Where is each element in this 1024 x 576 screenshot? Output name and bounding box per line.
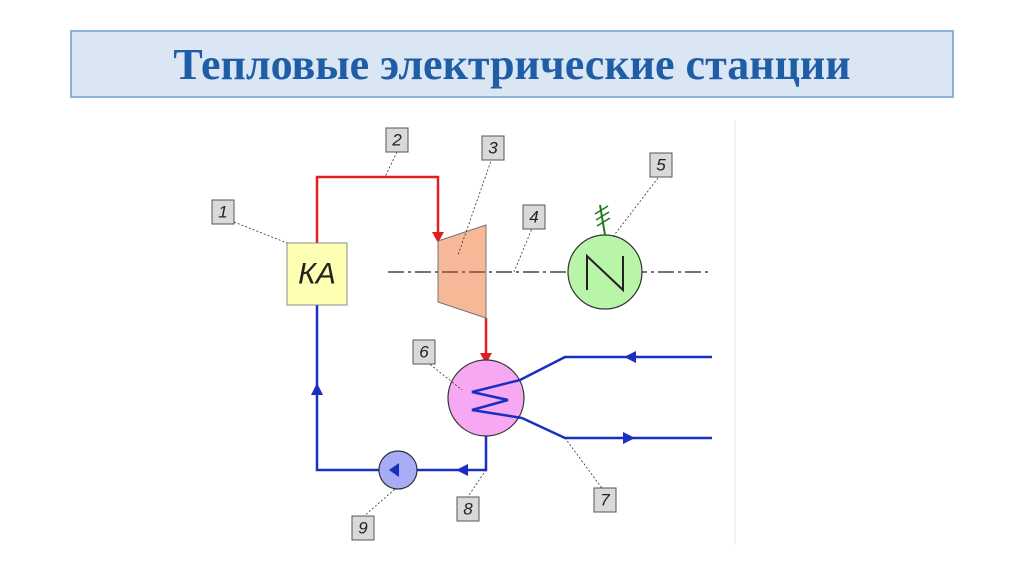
svg-text:6: 6	[419, 343, 429, 362]
feedwater-arrow-up	[311, 383, 323, 395]
boiler-label: КА	[298, 258, 336, 291]
svg-text:4: 4	[529, 208, 538, 227]
steam-arrow-turbine	[432, 232, 444, 243]
svg-text:7: 7	[600, 491, 610, 510]
svg-text:8: 8	[463, 500, 473, 519]
title-banner: Тепловые электрические станции	[70, 30, 954, 98]
svg-text:2: 2	[391, 131, 402, 150]
leader-8	[466, 469, 487, 499]
cooling-water-inlet	[519, 355, 712, 382]
callout-3: 3	[481, 135, 505, 161]
condenser	[447, 359, 525, 437]
callout-7: 7	[593, 487, 617, 513]
leader-1	[233, 221, 288, 244]
condenser-coil	[471, 378, 523, 420]
svg-text:9: 9	[358, 519, 368, 538]
svg-text:1: 1	[218, 203, 227, 222]
callout-9: 9	[351, 515, 375, 541]
callout-6: 6	[412, 339, 436, 365]
callout-4: 4	[522, 204, 546, 230]
cooling-inlet-arrow	[624, 351, 636, 363]
leader-6	[426, 361, 463, 391]
boiler-box	[286, 242, 348, 306]
ground-mark-icon	[594, 204, 611, 236]
cooling-outlet-arrow	[623, 432, 635, 444]
leader-3	[457, 157, 493, 256]
pump-arrow	[389, 463, 399, 477]
callout-2: 2	[385, 127, 409, 153]
exhaust-arrow	[480, 353, 492, 364]
steam-line	[315, 175, 440, 243]
leader-4	[513, 225, 534, 273]
leader-5	[611, 177, 659, 239]
leader-9	[362, 488, 396, 518]
callout-5: 5	[649, 152, 673, 178]
svg-text:3: 3	[488, 139, 498, 158]
cooling-water-outlet	[521, 416, 712, 440]
page-title: Тепловые электрические станции	[173, 39, 851, 89]
leader-2	[384, 151, 398, 178]
svg-text:5: 5	[656, 156, 666, 175]
feedwater-arrow-left	[456, 464, 468, 476]
generator-symbol	[586, 253, 624, 293]
leader-7	[564, 437, 605, 492]
callout-8: 8	[456, 496, 480, 522]
callout-1: 1	[211, 199, 235, 225]
